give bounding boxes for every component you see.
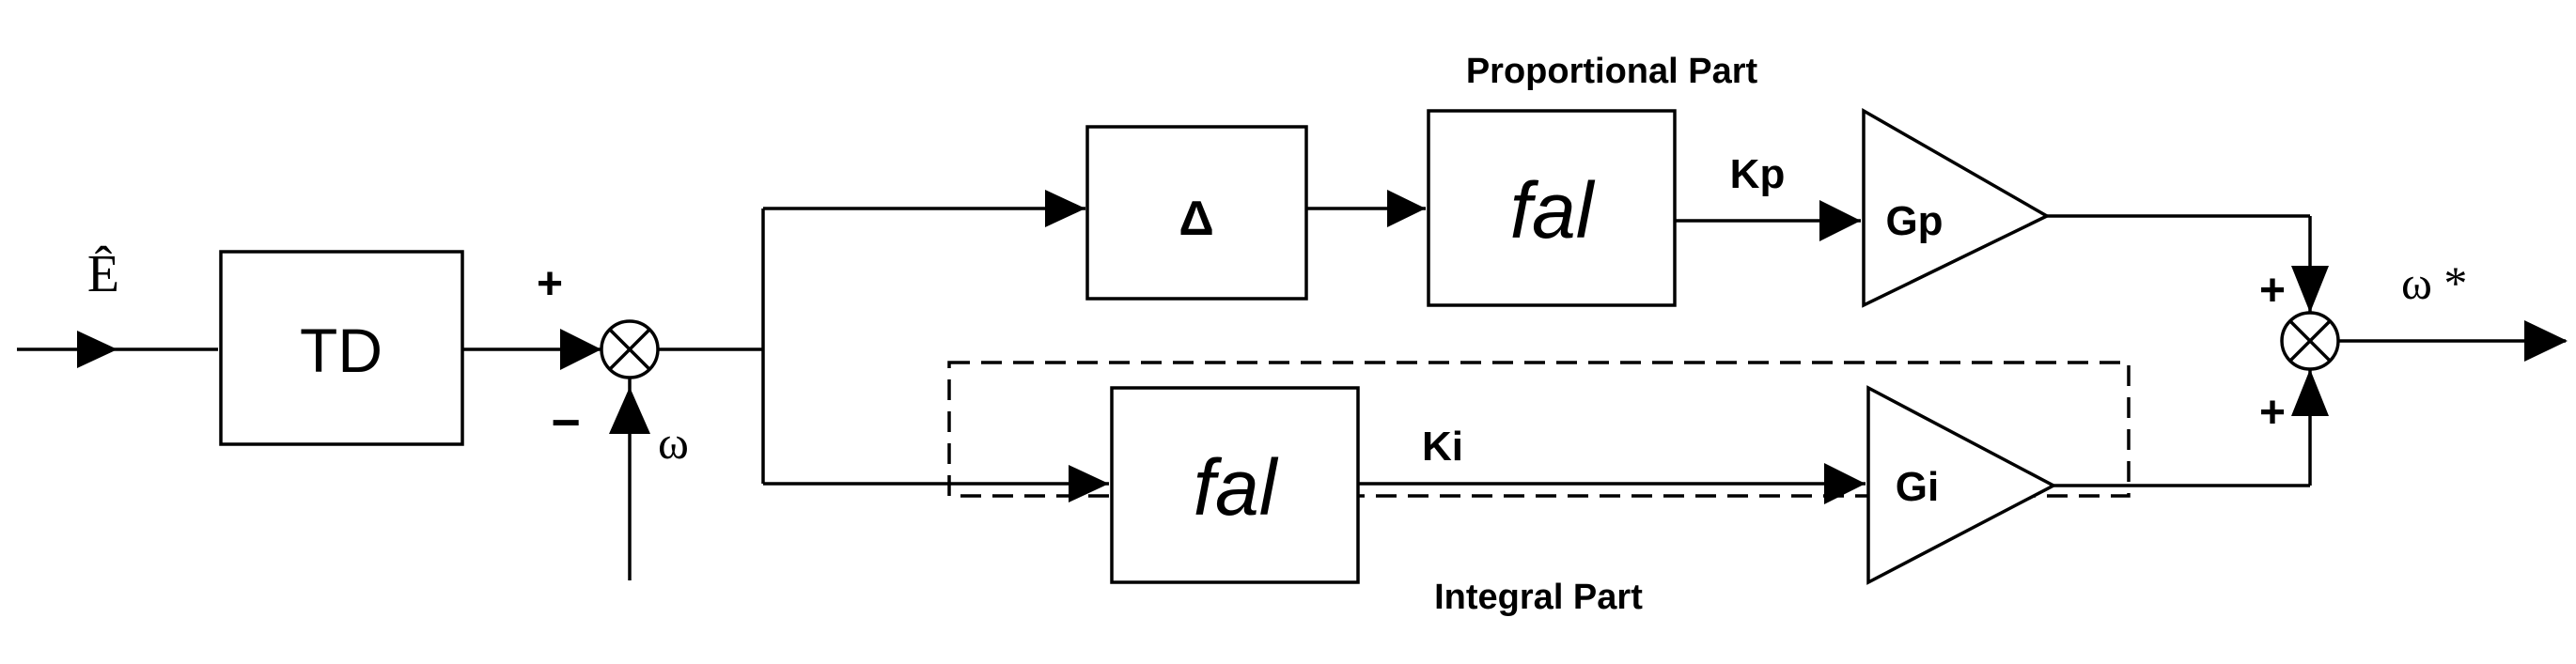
- gi-label: Gi: [1896, 464, 1939, 510]
- fal-proportional-label: fal: [1510, 166, 1596, 255]
- sum2-bottom-plus-sign: +: [2259, 388, 2286, 438]
- fal-integral-label: fal: [1194, 443, 1279, 532]
- td-to-sum1-connector: [462, 329, 601, 370]
- sum2-top-plus-sign: +: [2259, 266, 2286, 316]
- output-label: ω *: [2401, 256, 2467, 309]
- summing-junction-2: + +: [2259, 266, 2340, 438]
- kp-label: Kp: [1730, 151, 1786, 197]
- delta-label: Δ: [1179, 192, 1213, 246]
- input-signal: Ê: [17, 245, 218, 368]
- fal-proportional-block: fal: [1427, 109, 1677, 307]
- gp-gain-block: Gp: [1862, 107, 2051, 308]
- delta-block: Δ: [1085, 125, 1308, 301]
- output-signal: ω *: [2338, 256, 2568, 362]
- feedback-path: ω: [609, 378, 689, 580]
- td-label: TD: [300, 316, 382, 385]
- fal-integral-block: fal: [1110, 386, 1360, 584]
- kp-connector: Kp: [1675, 151, 1861, 241]
- integral-part-region: [947, 361, 2131, 498]
- gp-to-sum2-connector: [2047, 214, 2329, 313]
- feedback-label: ω: [658, 416, 689, 469]
- td-block: TD: [219, 250, 464, 446]
- sum1-plus-sign: +: [537, 259, 563, 309]
- ki-label: Ki: [1422, 424, 1463, 470]
- gi-to-sum2-connector: [2053, 369, 2329, 487]
- input-label: Ê: [87, 245, 119, 303]
- gi-gain-block: Gi: [1866, 385, 2057, 585]
- ki-connector: Ki: [1358, 424, 1866, 504]
- summing-junction-1: + −: [537, 259, 660, 451]
- gp-label: Gp: [1885, 198, 1943, 244]
- integral-part-label: Integral Part: [1434, 578, 1643, 617]
- sum1-minus-sign: −: [551, 394, 581, 451]
- proportional-part-label: Proportional Part: [1466, 52, 1758, 91]
- delta-to-fal-connector: [1306, 190, 1426, 227]
- branch-split: [658, 190, 1109, 502]
